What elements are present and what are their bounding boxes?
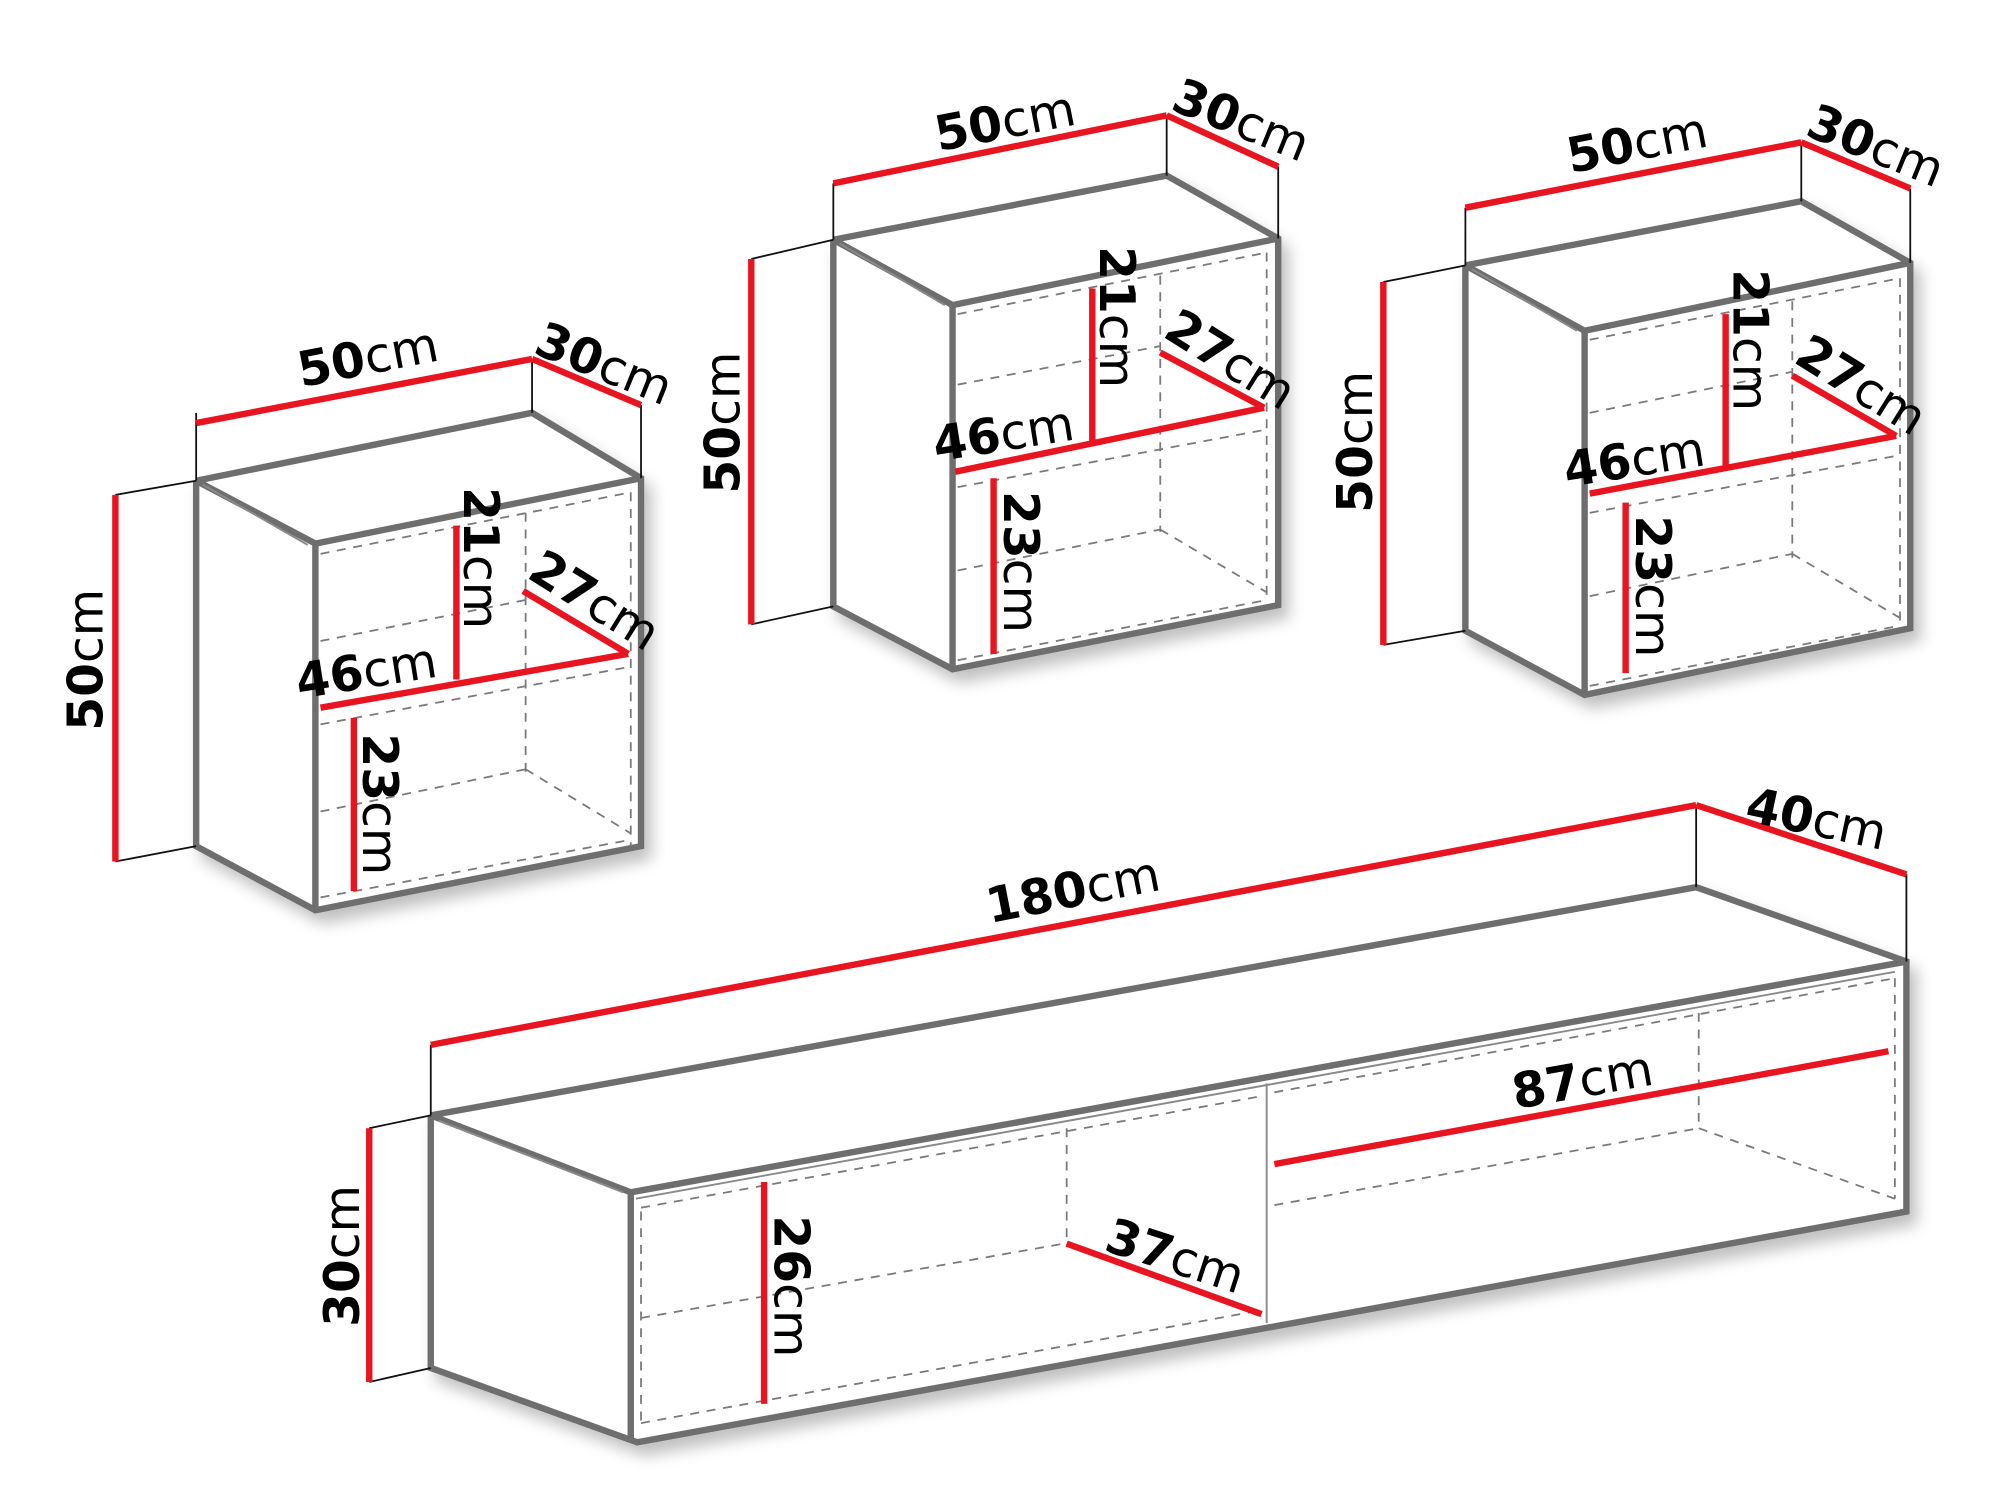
wall-cabinet-left: 50cm 30cm 50cm 21cm 27cm 46cm 23cm	[59, 312, 681, 914]
dimension-lines	[1380, 139, 1912, 674]
height-label: 30cm	[315, 1185, 371, 1327]
dimension-lines	[366, 801, 1908, 1404]
dimension-lines	[112, 355, 643, 892]
width-label: 50cm	[293, 317, 443, 399]
upper-compartment-height-label: 21cm	[1088, 246, 1144, 388]
upper-compartment-height-label: 21cm	[452, 487, 508, 629]
inner-width-label: 46cm	[929, 396, 1078, 474]
wall-cabinet-middle: 50cm 30cm 50cm 21cm 27cm 46cm 23cm	[696, 68, 1318, 673]
height-label: 50cm	[59, 589, 115, 731]
depth-label: 30cm	[528, 312, 681, 417]
width-label: 50cm	[1562, 103, 1712, 185]
compartment-height-label: 26cm	[762, 1215, 818, 1357]
height-label: 50cm	[696, 352, 752, 494]
depth-label: 40cm	[1741, 777, 1892, 861]
tv-stand: 180cm 40cm 30cm 87cm 37cm 26cm	[315, 777, 1910, 1446]
lower-compartment-height-label: 23cm	[992, 491, 1048, 633]
depth-label: 30cm	[1165, 68, 1318, 173]
height-label: 50cm	[1328, 371, 1384, 513]
tv-stand-hidden-lines	[640, 977, 1896, 1424]
inner-width-label: 46cm	[1560, 422, 1709, 500]
upper-compartment-height-label: 21cm	[1721, 269, 1777, 411]
cabinet-hidden-lines	[1589, 277, 1901, 687]
cabinet-hidden-lines	[957, 251, 1268, 662]
tv-stand-body	[427, 883, 1910, 1446]
depth-label: 30cm	[1799, 94, 1952, 199]
dimension-lines	[748, 112, 1280, 654]
wall-cabinet-right: 50cm 30cm 50cm 21cm 27cm 46cm 23cm	[1328, 94, 1952, 699]
inner-width-label: 46cm	[292, 633, 441, 711]
lower-compartment-height-label: 23cm	[351, 733, 407, 875]
compartment-width-label: 87cm	[1508, 1041, 1658, 1121]
lower-compartment-height-label: 23cm	[1624, 515, 1680, 657]
width-label: 50cm	[930, 81, 1080, 163]
